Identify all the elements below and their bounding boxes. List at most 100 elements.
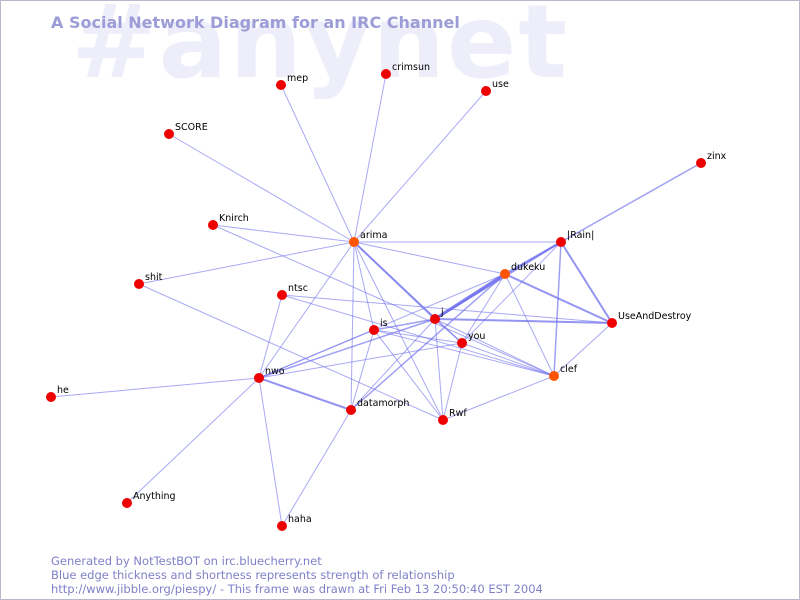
- edge-is-datamorph: [350, 329, 375, 411]
- node-dot-haha: [277, 521, 287, 531]
- node-dot-UseAndDestroy: [607, 318, 617, 328]
- node-dot-is: [369, 325, 379, 335]
- edge-is-Rwf: [373, 329, 444, 421]
- edge-dukeku-you: [461, 273, 506, 344]
- edge-is-you: [373, 329, 463, 344]
- node-label-is: is: [380, 318, 388, 329]
- node-label-dukeku: dukeku: [511, 262, 545, 273]
- edge-nwo-haha: [258, 377, 283, 527]
- edge-dukeku-datamorph: [350, 273, 506, 411]
- edge-is-clef: [373, 329, 555, 377]
- node-label-mep: mep: [287, 73, 308, 84]
- node-dot-Anything: [122, 498, 132, 508]
- edge-dukeku-UseAndDestroy: [504, 273, 613, 324]
- node-SCORE: SCORE: [164, 122, 208, 139]
- edge-ntsc-nwo: [258, 294, 283, 379]
- node-haha: haha: [277, 514, 312, 531]
- edge-j-nwo: [258, 318, 436, 379]
- edge-crimsun-arima: [353, 73, 387, 243]
- footer: Generated by NotTestBOT on irc.bluecherr…: [51, 554, 543, 596]
- node-zinx: zinx: [696, 151, 727, 168]
- node-dot-crimsun: [381, 69, 391, 79]
- edges-layer: [50, 73, 702, 527]
- edge-you-nwo: [258, 342, 463, 379]
- node-label-haha: haha: [288, 514, 312, 525]
- node-shit: shit: [134, 272, 163, 289]
- footer-source-link[interactable]: http://www.jibble.org/piespy/ - This fra…: [51, 582, 543, 596]
- node-crimsun: crimsun: [381, 62, 430, 79]
- node-dot-arima: [349, 237, 359, 247]
- node-dot-clef: [549, 371, 559, 381]
- node-label-use: use: [492, 79, 509, 90]
- edge-you-clef: [461, 342, 555, 377]
- edge-SCORE-arima: [168, 133, 355, 243]
- edge-dukeku-j: [434, 272, 506, 321]
- footer-generated-by: Generated by NotTestBOT on irc.bluecherr…: [51, 554, 322, 568]
- edge-j-clef: [434, 318, 555, 377]
- edge-dukeku-clef: [504, 273, 555, 377]
- edge-UseAndDestroy-clef: [553, 322, 613, 377]
- node-is: is: [369, 318, 388, 335]
- node-label-Rain: |Rain|: [567, 230, 594, 241]
- node-Rain: |Rain|: [556, 230, 594, 247]
- node-use: use: [481, 79, 509, 96]
- page-title: A Social Network Diagram for an IRC Chan…: [51, 13, 460, 32]
- edge-Rain-UseAndDestroy: [560, 241, 613, 324]
- edge-j-you: [434, 318, 463, 344]
- node-label-datamorph: datamorph: [357, 398, 409, 409]
- node-dot-he: [46, 392, 56, 402]
- edge-arima-nwo: [258, 241, 355, 379]
- node-label-SCORE: SCORE: [175, 122, 208, 133]
- node-dot-nwo: [254, 373, 264, 383]
- node-Rwf: Rwf: [438, 408, 467, 425]
- node-dot-Rwf: [438, 415, 448, 425]
- node-label-nwo: nwo: [265, 366, 285, 377]
- node-label-UseAndDestroy: UseAndDestroy: [618, 311, 692, 322]
- node-he: he: [46, 385, 69, 402]
- node-ntsc: ntsc: [277, 283, 308, 300]
- node-label-j: j: [440, 307, 444, 318]
- edge-shit-arima: [138, 241, 355, 285]
- node-label-shit: shit: [145, 272, 163, 283]
- edge-arima-datamorph: [350, 241, 355, 411]
- node-label-Knirch: Knirch: [219, 213, 249, 224]
- edge-j-datamorph: [350, 318, 436, 411]
- node-Anything: Anything: [122, 491, 176, 508]
- node-label-ntsc: ntsc: [288, 283, 308, 294]
- node-label-Anything: Anything: [133, 491, 176, 502]
- node-mep: mep: [276, 73, 308, 90]
- node-dot-use: [481, 86, 491, 96]
- edge-clef-Rwf: [442, 375, 555, 421]
- node-dot-zinx: [696, 158, 706, 168]
- edge-is-nwo: [258, 329, 375, 379]
- node-dot-Knirch: [208, 220, 218, 230]
- node-dot-shit: [134, 279, 144, 289]
- node-dukeku: dukeku: [500, 262, 545, 279]
- node-label-arima: arima: [360, 230, 387, 241]
- node-label-zinx: zinx: [707, 151, 727, 162]
- edge-mep-arima: [280, 84, 355, 243]
- edge-j-UseAndDestroy: [434, 318, 613, 324]
- edge-use-arima: [353, 90, 487, 243]
- edge-you-Rwf: [442, 342, 463, 421]
- node-dot-you: [457, 338, 467, 348]
- node-Knirch: Knirch: [208, 213, 249, 230]
- node-label-clef: clef: [560, 364, 578, 375]
- edge-Rain-clef: [553, 241, 562, 377]
- edge-nwo-he: [50, 377, 260, 398]
- channel-watermark: #anynet: [71, 0, 569, 102]
- edge-j-Rwf: [434, 318, 444, 421]
- node-clef: clef: [549, 364, 578, 381]
- edge-ntsc-clef: [281, 294, 555, 377]
- edge-shit-Rwf: [138, 283, 444, 421]
- node-dot-dukeku: [500, 269, 510, 279]
- edge-nwo-Anything: [126, 377, 260, 504]
- node-label-you: you: [468, 331, 485, 342]
- edge-zinx-Rain: [560, 162, 702, 243]
- node-dot-ntsc: [277, 290, 287, 300]
- node-you: you: [457, 331, 485, 348]
- edge-ntsc-UseAndDestroy: [281, 294, 613, 324]
- node-dot-SCORE: [164, 129, 174, 139]
